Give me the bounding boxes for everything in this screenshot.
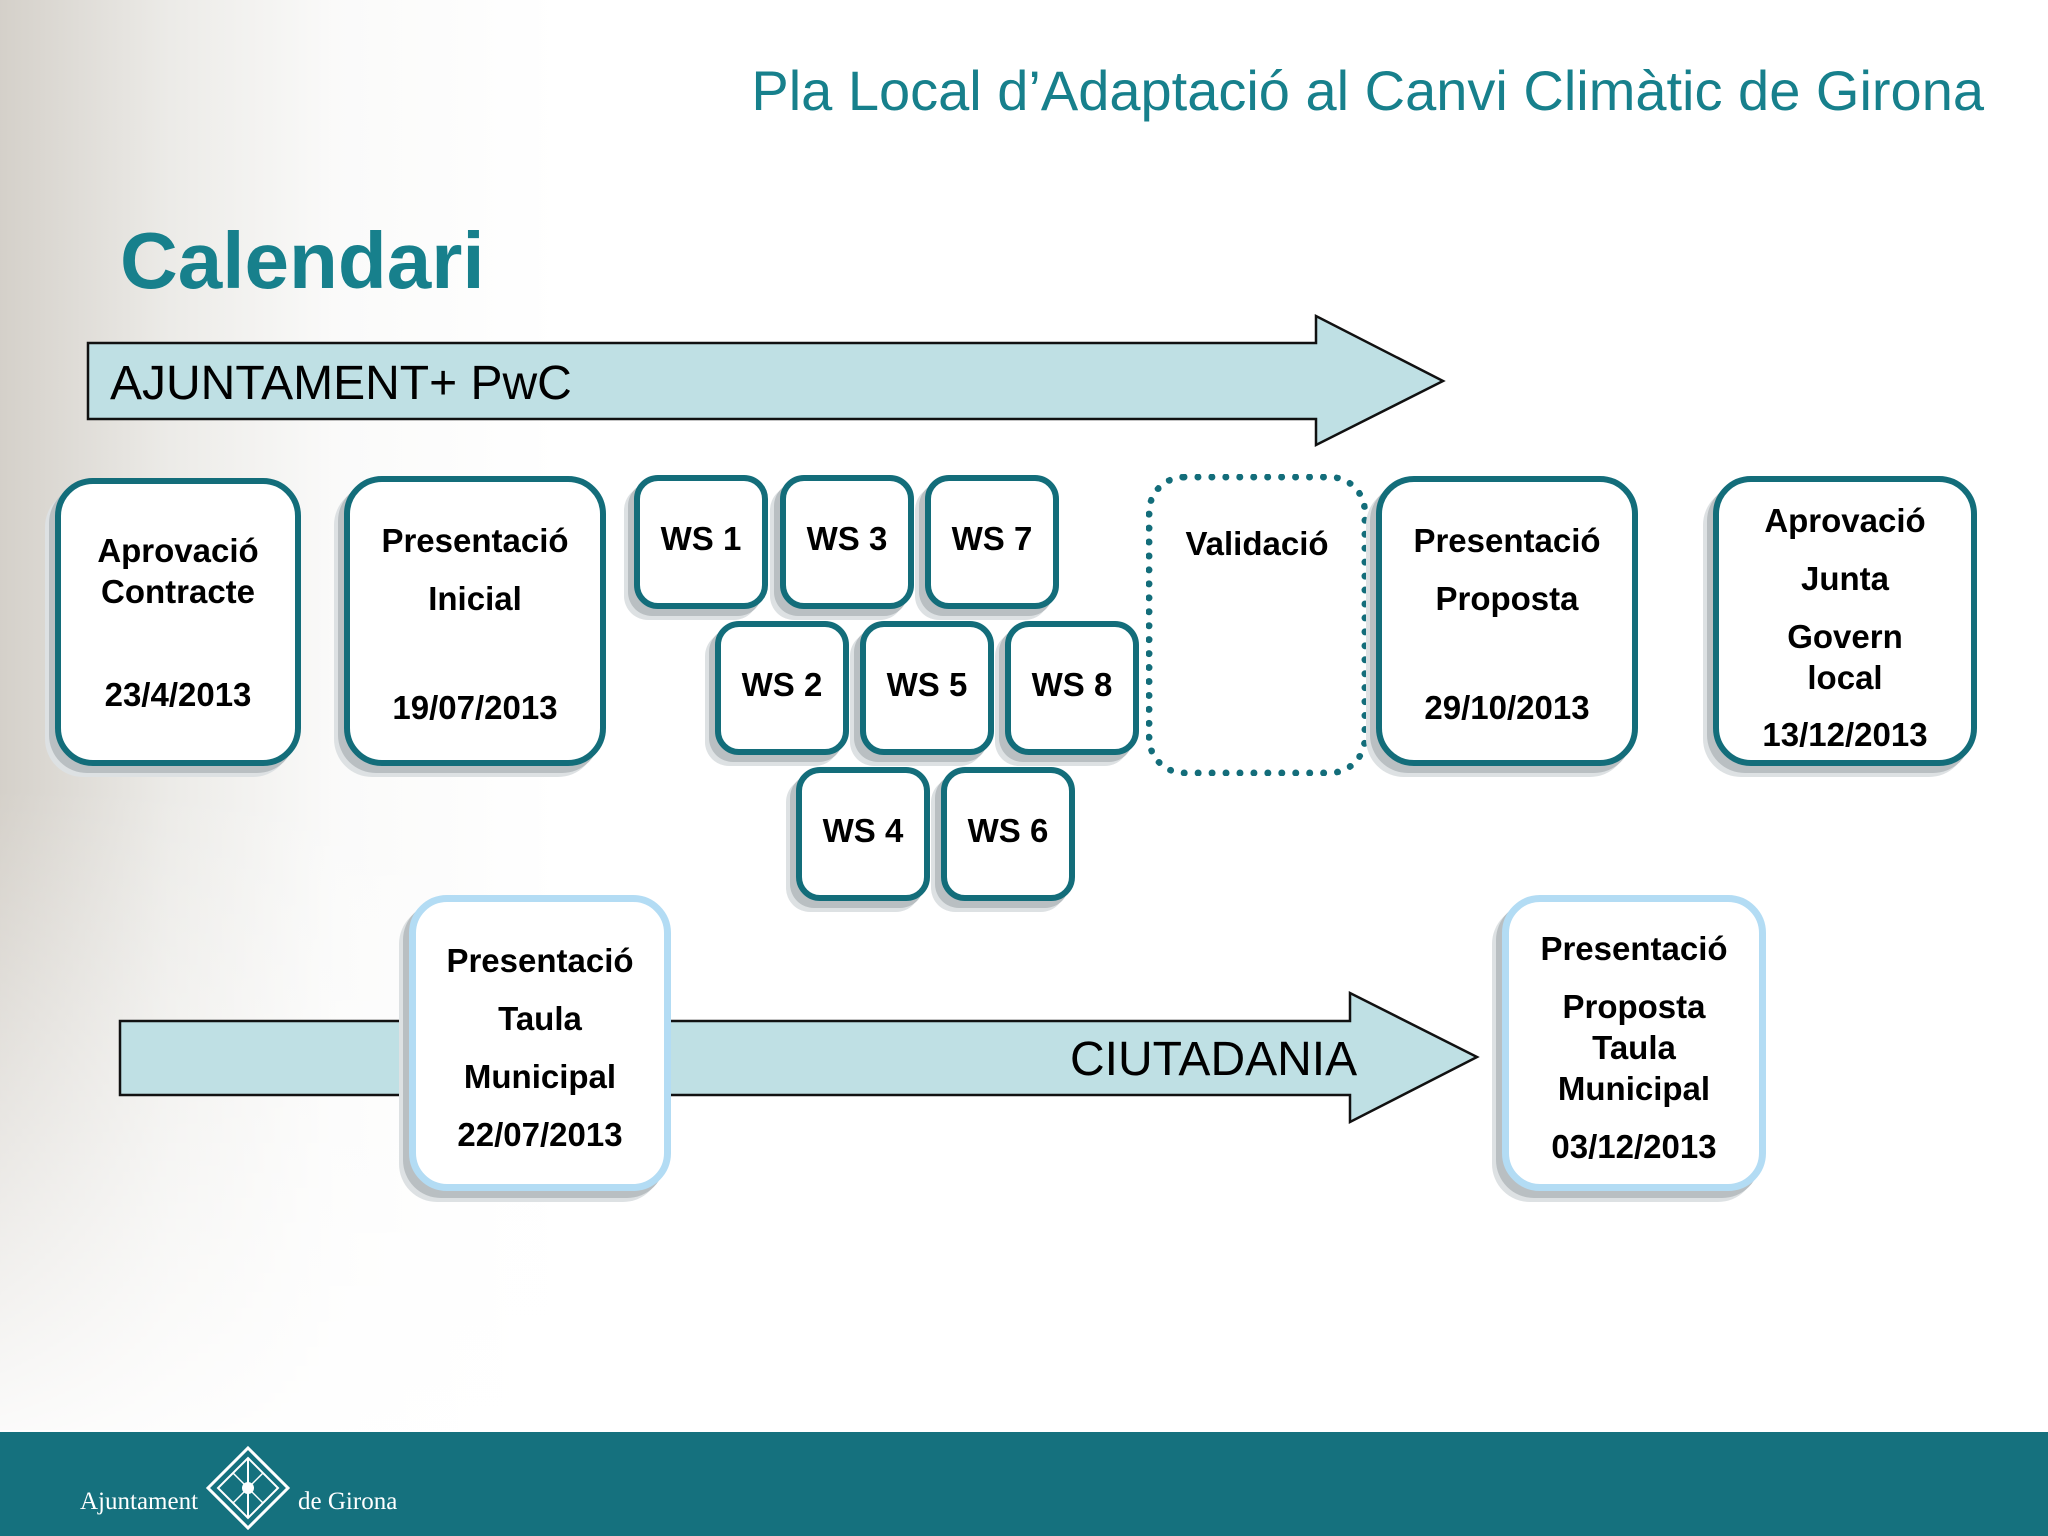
milestone-date: 22/07/2013 bbox=[457, 1116, 623, 1153]
page-title: Calendari bbox=[120, 216, 485, 305]
milestone-presentacio-inicial: Presentació Inicial 19/07/2013 bbox=[344, 476, 606, 766]
milestone-line: Municipal bbox=[463, 1058, 617, 1095]
logo-text-right: de Girona bbox=[298, 1488, 398, 1515]
milestone-line: Proposta bbox=[1435, 580, 1579, 617]
milestone-line: Proposta bbox=[1562, 988, 1706, 1025]
workshop-ws-6: WS 6 bbox=[941, 767, 1075, 901]
workshop-ws-3: WS 3 bbox=[780, 475, 914, 609]
workshop-ws-2: WS 2 bbox=[715, 621, 849, 755]
workshop-ws-7: WS 7 bbox=[925, 475, 1059, 609]
milestone-line: Contracte bbox=[100, 573, 256, 610]
logo-text-left: Ajuntament bbox=[80, 1488, 199, 1515]
milestone-line: Aprovació bbox=[97, 532, 259, 569]
milestone-date: 23/4/2013 bbox=[104, 676, 252, 713]
ajuntament-girona-logo: Ajuntament de Girona bbox=[80, 1440, 397, 1530]
workshop-ws-5: WS 5 bbox=[860, 621, 994, 755]
milestone-date: 19/07/2013 bbox=[392, 689, 558, 726]
milestone-line: Junta bbox=[1800, 560, 1889, 597]
workshop-ws-1: WS 1 bbox=[634, 475, 768, 609]
milestone-line: Presentació bbox=[1540, 930, 1728, 967]
milestone-line: Taula bbox=[498, 1000, 582, 1037]
milestone-line: Presentació bbox=[446, 942, 634, 979]
milestone-line: Govern bbox=[1787, 618, 1903, 655]
milestone-aprovacio-contracte: Aprovació Contracte 23/4/2013 bbox=[55, 478, 301, 766]
milestone-presentacio-taula-municipal: Presentació Taula Municipal 22/07/2013 bbox=[409, 895, 671, 1191]
footer-bar: Ajuntament de Girona bbox=[0, 1432, 2048, 1536]
milestone-date: 13/12/2013 bbox=[1762, 716, 1928, 753]
milestone-line: Taula bbox=[1592, 1029, 1676, 1066]
milestone-line: Presentació bbox=[1413, 522, 1601, 559]
workshop-ws-8: WS 8 bbox=[1005, 621, 1139, 755]
ajuntament-pwc-label: AJUNTAMENT+ PwC bbox=[110, 357, 572, 410]
ciutadania-label: CIUTADANIA bbox=[1070, 1033, 1358, 1086]
milestone-presentacio-proposta: Presentació Proposta 29/10/2013 bbox=[1376, 476, 1638, 766]
milestone-date: 03/12/2013 bbox=[1551, 1128, 1717, 1165]
milestone-validacio: Validació bbox=[1146, 474, 1368, 776]
milestone-date: 29/10/2013 bbox=[1424, 689, 1590, 726]
milestone-presentacio-proposta-taula: Presentació Proposta Taula Municipal 03/… bbox=[1502, 895, 1766, 1191]
milestone-line: Inicial bbox=[428, 580, 522, 617]
girona-coat-of-arms-icon bbox=[205, 1445, 291, 1530]
workshop-ws-4: WS 4 bbox=[796, 767, 930, 901]
milestone-line: Presentació bbox=[381, 522, 569, 559]
header-title: Pla Local d’Adaptació al Canvi Climàtic … bbox=[751, 59, 1984, 122]
milestone-line: local bbox=[1807, 659, 1883, 696]
milestone-line: Municipal bbox=[1557, 1070, 1711, 1107]
milestone-aprovacio-junta-govern: Aprovació Junta Govern local 13/12/2013 bbox=[1713, 476, 1977, 766]
milestone-line: Aprovació bbox=[1764, 502, 1926, 539]
milestone-line: Validació bbox=[1185, 525, 1329, 562]
